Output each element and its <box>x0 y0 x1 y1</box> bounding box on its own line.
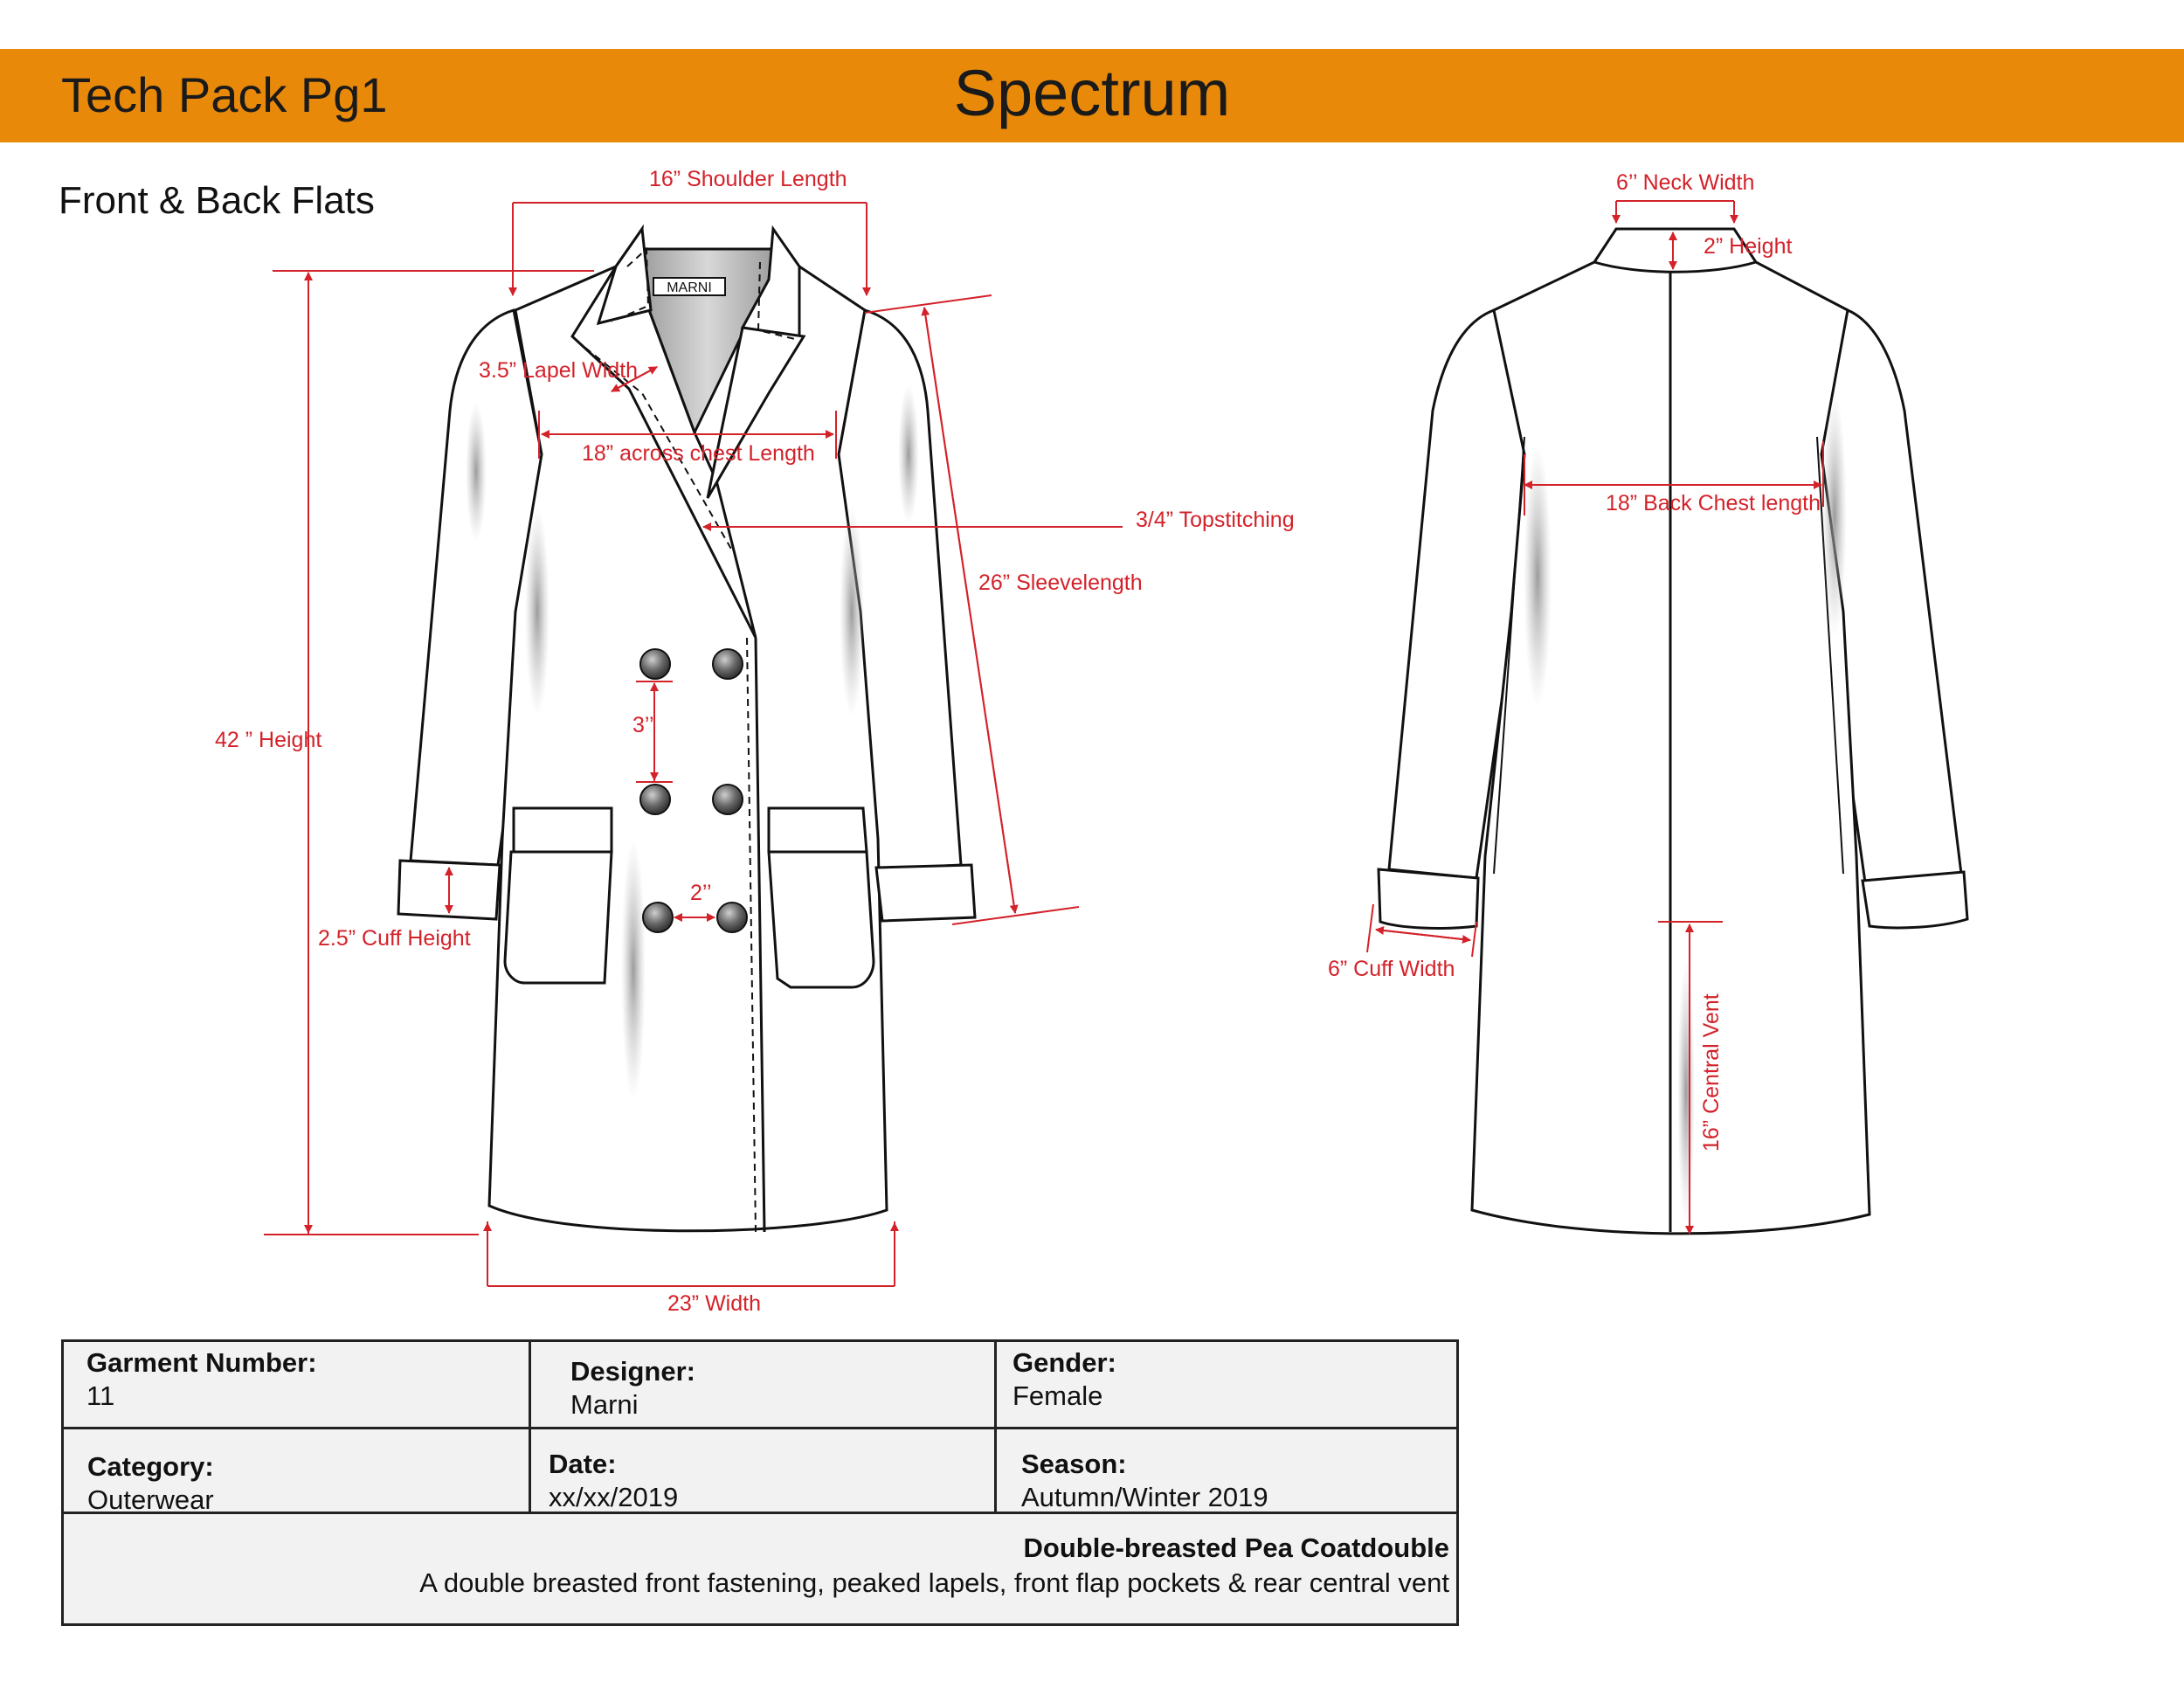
date-value: xx/xx/2019 <box>549 1482 679 1512</box>
description-text: A double breasted front fastening, peake… <box>419 1567 1449 1598</box>
page-label: Tech Pack Pg1 <box>61 67 388 122</box>
brand-title: Spectrum <box>953 57 1231 129</box>
back-coat <box>1377 227 1969 1235</box>
garment-number-label: Garment Number: <box>86 1347 317 1378</box>
flats-illustration: MARNI <box>215 167 1969 1316</box>
coat-buttons <box>639 648 748 933</box>
measure-button-vertical: 3’’ <box>632 713 654 737</box>
date-label: Date: <box>549 1449 617 1479</box>
description-title: Double-breasted Pea Coatdouble <box>1023 1532 1449 1563</box>
gender-label: Gender: <box>1013 1347 1116 1378</box>
measure-cuff-height: 2.5” Cuff Height <box>318 926 471 951</box>
season-label: Season: <box>1021 1449 1127 1479</box>
garment-number-value: 11 <box>86 1380 115 1411</box>
back-measure-lines <box>1366 200 1824 1235</box>
measure-sleeve: 26” Sleevelength <box>978 571 1143 595</box>
gender-value: Female <box>1013 1380 1103 1411</box>
header-bar: Tech Pack Pg1 Spectrum <box>0 49 2184 142</box>
season-value: Autumn/Winter 2019 <box>1021 1482 1268 1512</box>
measure-button-horizontal: 2’’ <box>690 881 712 905</box>
measure-lapel: 3.5” Lapel Width <box>479 358 638 383</box>
label-tag: MARNI <box>667 280 712 295</box>
measure-height: 42 ” Height <box>215 728 321 752</box>
measure-back-chest: 18” Back Chest length <box>1606 491 1821 515</box>
section-title: Front & Back Flats <box>59 179 375 222</box>
measure-vent: 16” Central Vent <box>1699 993 1724 1152</box>
category-value: Outerwear <box>87 1484 214 1515</box>
measure-chest: 18” across chest Length <box>582 441 815 466</box>
measure-neck: 6’’ Neck Width <box>1616 170 1754 195</box>
front-coat <box>397 224 977 1233</box>
designer-label: Designer: <box>570 1356 695 1387</box>
garment-info-table: Garment Number: 11 Designer: Marni Gende… <box>61 1339 1459 1626</box>
measure-collar-height: 2” Height <box>1704 234 1792 259</box>
measure-topstitch: 3/4” Topstitching <box>1136 508 1295 532</box>
measure-width: 23” Width <box>667 1291 761 1316</box>
front-measure-lines <box>264 202 1123 1287</box>
measure-shoulder: 16” Shoulder Length <box>649 167 847 191</box>
category-label: Category: <box>87 1451 214 1482</box>
measure-cuff-width: 6” Cuff Width <box>1328 957 1455 981</box>
designer-value: Marni <box>570 1389 639 1420</box>
